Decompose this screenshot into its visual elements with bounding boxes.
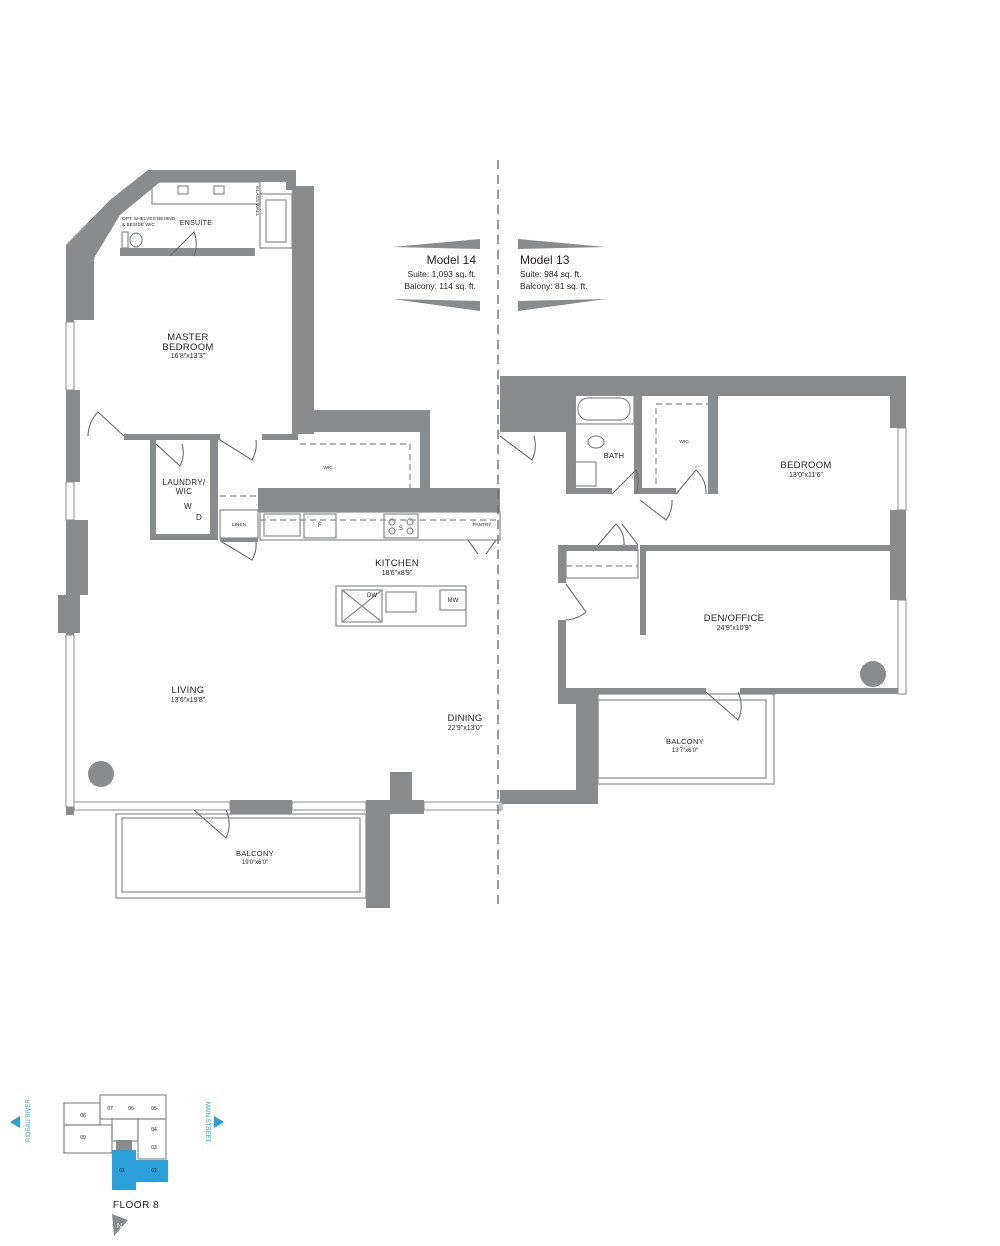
ensuite-note-1: OPT. SHELVES BEHIND [122, 216, 176, 222]
living-dim: 13'6"x19'8" [171, 697, 206, 704]
room-labels: ENSUITE OPT. SHELVES BEHIND & BESIDE W/C… [122, 186, 831, 866]
street-right-label: MAIN STREET [204, 1102, 210, 1143]
unit-01-highlight [112, 1150, 136, 1190]
model-14-balcony: Balcony: 114 sq. ft. [404, 281, 476, 291]
model-13-suite: Suite: 984 sq. ft. [520, 269, 581, 279]
model-14-windows [65, 321, 501, 811]
master-dim: 16'8"x13'3" [171, 353, 206, 360]
wic-right-label: WIC [679, 439, 689, 445]
ensuite-label: ENSUITE [180, 220, 212, 227]
fridge-label: F [318, 523, 322, 529]
key-unit-04: 04 [151, 1127, 157, 1133]
dryer-label: D [196, 513, 202, 522]
north-label: N [117, 1223, 122, 1230]
laundry-label-2: WIC [176, 487, 192, 496]
wic-left-label: WIC [323, 465, 333, 471]
master-label-2: BEDROOM [162, 342, 213, 353]
key-unit-08: 08 [80, 1113, 86, 1119]
balcony-left-dim: 19'0"x6'0" [242, 860, 268, 866]
bedroom-dim: 13'0"x11'6" [789, 472, 823, 479]
key-plan: 08 07 06 05 09 04 03 01 02 RIDEAU RIVER … [10, 1094, 224, 1236]
balcony-left-outline [115, 813, 367, 899]
north-arrow-icon [112, 1214, 128, 1236]
key-unit-07: 07 [107, 1106, 113, 1112]
arrow-right-icon [214, 1116, 224, 1128]
master-label-1: MASTER [167, 332, 208, 343]
key-unit-09: 09 [80, 1135, 86, 1141]
floor-label: FLOOR 8 [113, 1200, 159, 1211]
key-unit-02: 02 [151, 1168, 157, 1174]
laundry-label-1: LAUNDRY/ [163, 478, 206, 487]
key-unit-06: 06 [128, 1106, 134, 1112]
arrow-left-icon [10, 1116, 20, 1128]
dishwasher-label: DW [367, 593, 377, 599]
stove-label: S [399, 526, 403, 532]
den-label: DEN/OFFICE [704, 613, 765, 624]
ensuite-note-2: & BESIDE W/C [122, 222, 155, 228]
balcony-right-outline [597, 693, 775, 785]
unit-02-highlight [136, 1160, 168, 1182]
glass-wall-label: GLASS WALL [254, 186, 260, 217]
balcony-right-label: BALCONY [666, 737, 704, 746]
key-unit-03: 03 [151, 1145, 157, 1151]
model-14-suite: Suite: 1,093 sq. ft. [407, 269, 476, 279]
model-14-name: Model 14 [427, 253, 477, 267]
model-13-windows [499, 427, 907, 811]
doors [87, 231, 742, 839]
balcony-right-dim: 13'7"x6'0" [672, 748, 698, 754]
street-left-label: RIDEAU RIVER [26, 1099, 32, 1142]
model-13-balcony: Balcony: 81 sq. ft. [520, 281, 588, 291]
linen-label: LINEN [232, 522, 247, 528]
den-dim: 24'9"x10'9" [717, 625, 752, 632]
bedroom-label: BEDROOM [780, 460, 831, 471]
living-label: LIVING [172, 685, 205, 696]
dining-dim: 22'9"x13'0" [448, 725, 483, 732]
kitchen-label: KITCHEN [375, 558, 419, 569]
model-14-label: Model 14 Suite: 1,093 sq. ft. Balcony: 1… [392, 239, 480, 311]
bath-label: BATH [604, 451, 625, 460]
model-13-name: Model 13 [520, 253, 570, 267]
key-unit-01: 01 [119, 1168, 125, 1174]
microwave-label: MW [448, 598, 459, 604]
washer-label: W [184, 502, 192, 511]
kitchen-dim: 18'6"x8'9" [382, 570, 413, 577]
balcony-left-label: BALCONY [236, 849, 274, 858]
model-13-walls [500, 376, 906, 804]
pantry-label: PANTRY [472, 522, 492, 528]
fixtures [88, 181, 886, 787]
model-13-label: Model 13 Suite: 984 sq. ft. Balcony: 81 … [518, 239, 606, 311]
dining-label: DINING [447, 713, 482, 724]
key-unit-05: 05 [151, 1106, 157, 1112]
